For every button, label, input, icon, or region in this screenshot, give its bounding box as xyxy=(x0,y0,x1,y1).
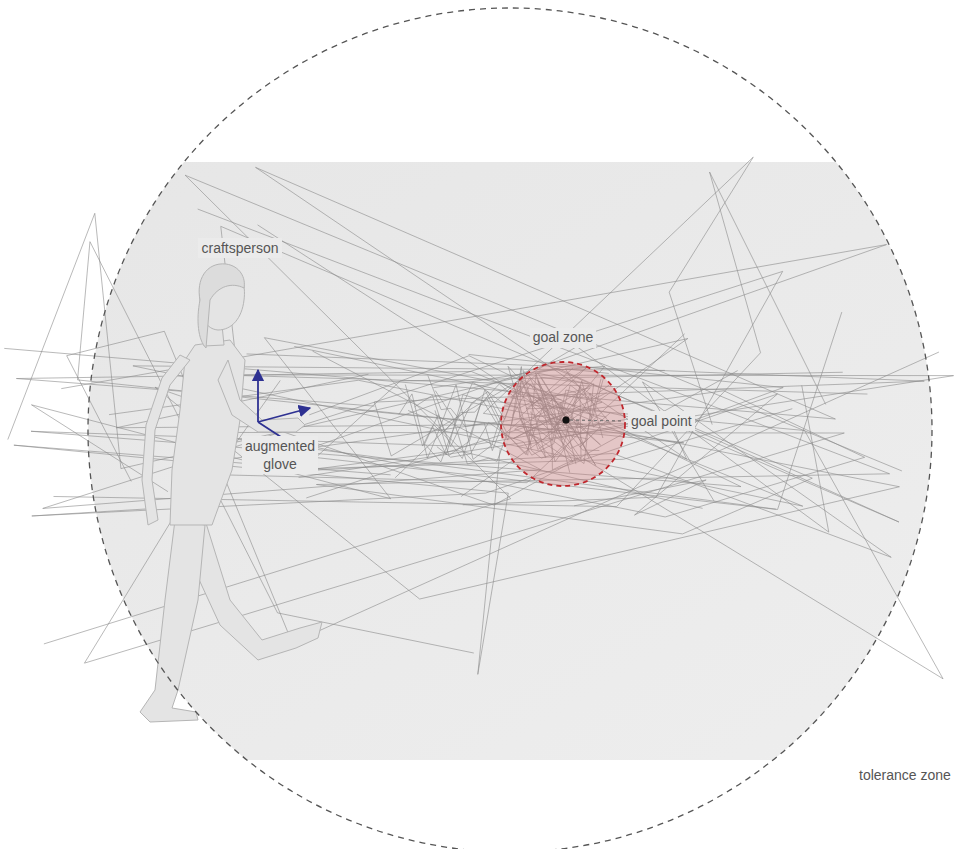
goal-zone-circle xyxy=(501,362,625,486)
trajectory-line xyxy=(54,172,826,507)
ground-field xyxy=(0,162,979,760)
goal-zone-outline xyxy=(497,324,633,492)
trajectory-line xyxy=(31,346,741,486)
tolerance-zone-circle xyxy=(88,8,932,849)
trajectory-line xyxy=(316,312,843,509)
device-label: augmented glove xyxy=(242,436,318,474)
goal-point-dot xyxy=(563,417,570,424)
trajectory-line xyxy=(198,209,890,534)
trajectory-line xyxy=(14,445,508,674)
goal-zone-label: goal zone xyxy=(530,328,597,348)
tolerance-zone-label: tolerance zone xyxy=(856,766,954,786)
trajectory-line xyxy=(4,167,835,459)
craftsperson-figure xyxy=(140,264,322,722)
trajectory-line xyxy=(16,366,802,506)
goal-zone: goal zone xyxy=(497,324,633,492)
trajectory-line xyxy=(43,271,783,508)
trajectory-lines xyxy=(4,157,953,679)
trajectory-line xyxy=(8,213,688,496)
figure-label: craftsperson xyxy=(198,238,281,258)
leader-line xyxy=(570,420,624,421)
tolerance-zone: tolerance zone goal zone xyxy=(84,4,974,847)
point-label: goal point xyxy=(628,411,695,431)
